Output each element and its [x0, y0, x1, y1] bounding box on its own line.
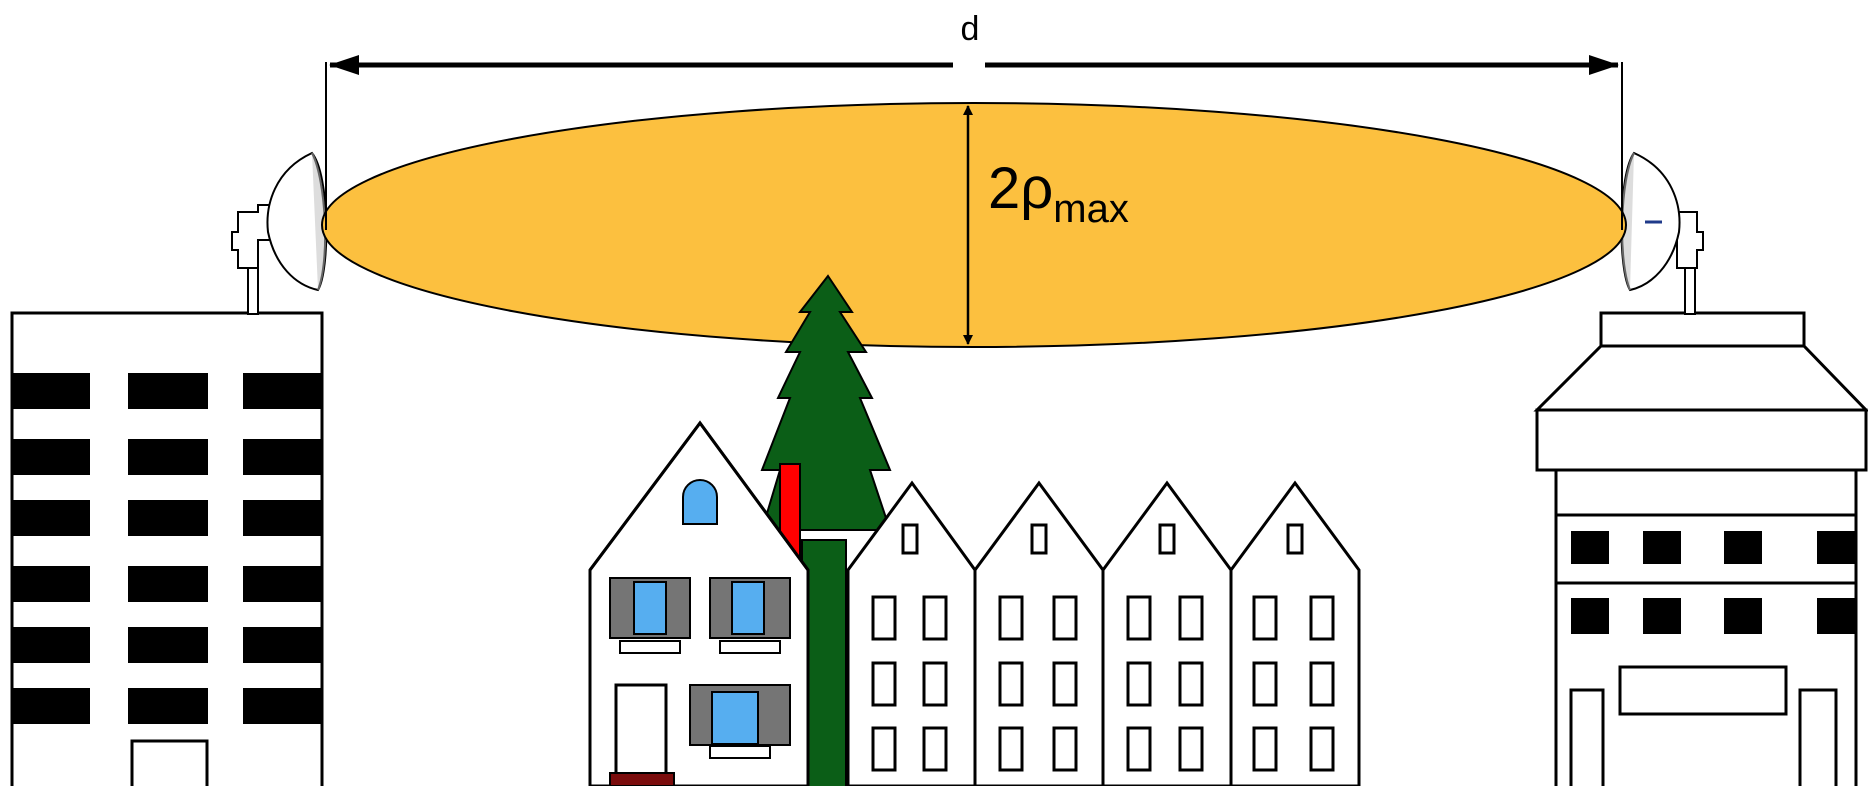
left-office-building — [12, 313, 322, 786]
right-building — [1537, 313, 1866, 786]
row-houses — [848, 483, 1359, 786]
window-upper-left — [610, 578, 690, 653]
radius-label-main: 2ρ — [988, 156, 1053, 221]
row-house-3 — [1103, 483, 1231, 786]
distance-label: d — [961, 10, 980, 48]
window-upper-right — [710, 578, 790, 653]
left-antenna-icon — [232, 153, 326, 314]
row-house-2 — [975, 483, 1103, 786]
right-building-sign — [1620, 667, 1786, 714]
right-building-door-left — [1571, 690, 1603, 786]
row-house-4 — [1231, 483, 1359, 786]
right-building-door-right — [1800, 690, 1836, 786]
door-step — [610, 773, 674, 786]
attic-window — [683, 480, 717, 524]
radius-label-sub: max — [1053, 187, 1129, 231]
left-building-door — [132, 741, 207, 786]
fresnel-zone-ellipse — [322, 103, 1626, 347]
house-door — [616, 685, 666, 775]
detached-house — [590, 423, 808, 786]
right-antenna-icon — [1621, 153, 1703, 314]
